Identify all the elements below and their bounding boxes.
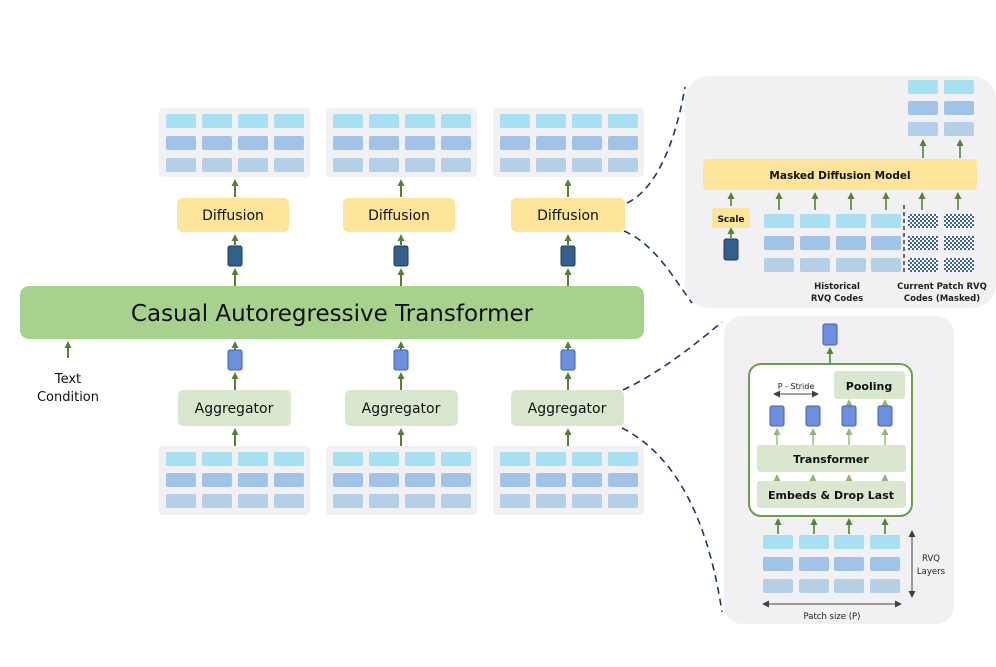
diffusion-label-3: Diffusion	[537, 208, 599, 224]
connector-aggregator-top	[622, 321, 723, 391]
output-tokens	[227, 245, 576, 267]
input-tokens	[227, 349, 576, 371]
inner-transformer-label: Transformer	[793, 453, 869, 466]
input-token-1	[227, 349, 243, 371]
scale-token	[723, 238, 739, 261]
transformer-title: Casual Autoregressive Transformer	[131, 301, 534, 327]
aggregator-block-2: Aggregator	[345, 390, 458, 426]
detail-arrows-to-output	[919, 139, 964, 158]
rvq-layers-line1: RVQ	[922, 554, 940, 564]
aggregator-block-1: Aggregator	[178, 390, 291, 426]
historical-rvq-codes	[764, 214, 901, 272]
masked-diffusion-model: Masked Diffusion Model	[703, 159, 977, 190]
detail-output-codes	[908, 80, 974, 136]
input-code-grid-3	[493, 446, 644, 515]
arrows-token-to-diffusion	[231, 234, 572, 245]
masked-caption-line1: Current Patch RVQ	[897, 282, 987, 292]
arrows-diffusion-to-output	[231, 179, 572, 197]
text-condition-line1: Text	[54, 372, 81, 387]
connector-aggregator-bottom	[621, 427, 723, 613]
pooling-label: Pooling	[846, 380, 892, 393]
aggregator-output-token	[822, 323, 838, 346]
embeds-label: Embeds & Drop Last	[768, 489, 894, 502]
masked-rvq-codes	[908, 214, 974, 272]
aggregator-label-2: Aggregator	[362, 401, 441, 417]
stride-label: P - Stride	[778, 382, 815, 391]
aggregator-label-3: Aggregator	[528, 401, 607, 417]
diffusion-label-1: Diffusion	[202, 208, 264, 224]
diffusion-block-3: Diffusion	[511, 198, 625, 232]
output-code-grid-3	[493, 108, 644, 177]
connector-diffusion-top	[626, 86, 686, 204]
autoregressive-transformer: Casual Autoregressive Transformer	[20, 286, 644, 339]
input-token-3	[560, 349, 576, 371]
scale-box: Scale	[712, 208, 750, 228]
input-code-grid-1	[159, 446, 310, 515]
output-token-1	[227, 245, 243, 267]
pooled-arrows	[845, 399, 889, 406]
transformer-to-tokens-arrows	[773, 428, 889, 445]
output-code-grid-1	[159, 108, 310, 177]
diffusion-block-1: Diffusion	[177, 198, 289, 232]
text-condition: Text Condition	[37, 341, 99, 405]
aggregator-input-codes	[763, 535, 900, 593]
output-token-2	[393, 245, 409, 267]
aggregator-block-3: Aggregator	[511, 390, 624, 426]
embeds-box: Embeds & Drop Last	[757, 481, 906, 508]
connector-diffusion-bottom	[623, 230, 693, 304]
rvq-layers-line2: Layers	[917, 567, 946, 577]
arrows-token-to-transformer	[231, 341, 572, 390]
pooling-box: Pooling	[834, 371, 905, 399]
aggregator-label-1: Aggregator	[195, 401, 274, 417]
historical-caption-line2: RVQ Codes	[811, 294, 863, 304]
input-token-2	[393, 349, 409, 371]
patch-size-label: Patch size (P)	[804, 612, 861, 622]
detail-arrows-to-model	[727, 192, 962, 238]
masked-caption-line2: Codes (Masked)	[904, 294, 980, 304]
diffusion-block-2: Diffusion	[343, 198, 455, 232]
arrows-transformer-to-token	[231, 268, 572, 286]
aggregator-outline	[748, 363, 913, 517]
text-condition-line2: Condition	[37, 390, 99, 405]
arrows-input-to-aggregator	[231, 428, 572, 447]
dashed-connectors	[621, 86, 723, 613]
diffusion-label-2: Diffusion	[368, 208, 430, 224]
codes-to-embeds-arrows	[774, 518, 889, 534]
scale-label: Scale	[717, 215, 744, 225]
stride-tokens	[769, 405, 893, 427]
masked-diffusion-label: Masked Diffusion Model	[769, 170, 910, 182]
historical-caption-line1: Historical	[814, 282, 860, 292]
input-code-grid-2	[326, 446, 477, 515]
output-token-3	[560, 245, 576, 267]
embeds-to-transformer-arrows	[773, 474, 889, 481]
output-code-grid-2	[326, 108, 477, 177]
inner-transformer-box: Transformer	[757, 445, 906, 472]
